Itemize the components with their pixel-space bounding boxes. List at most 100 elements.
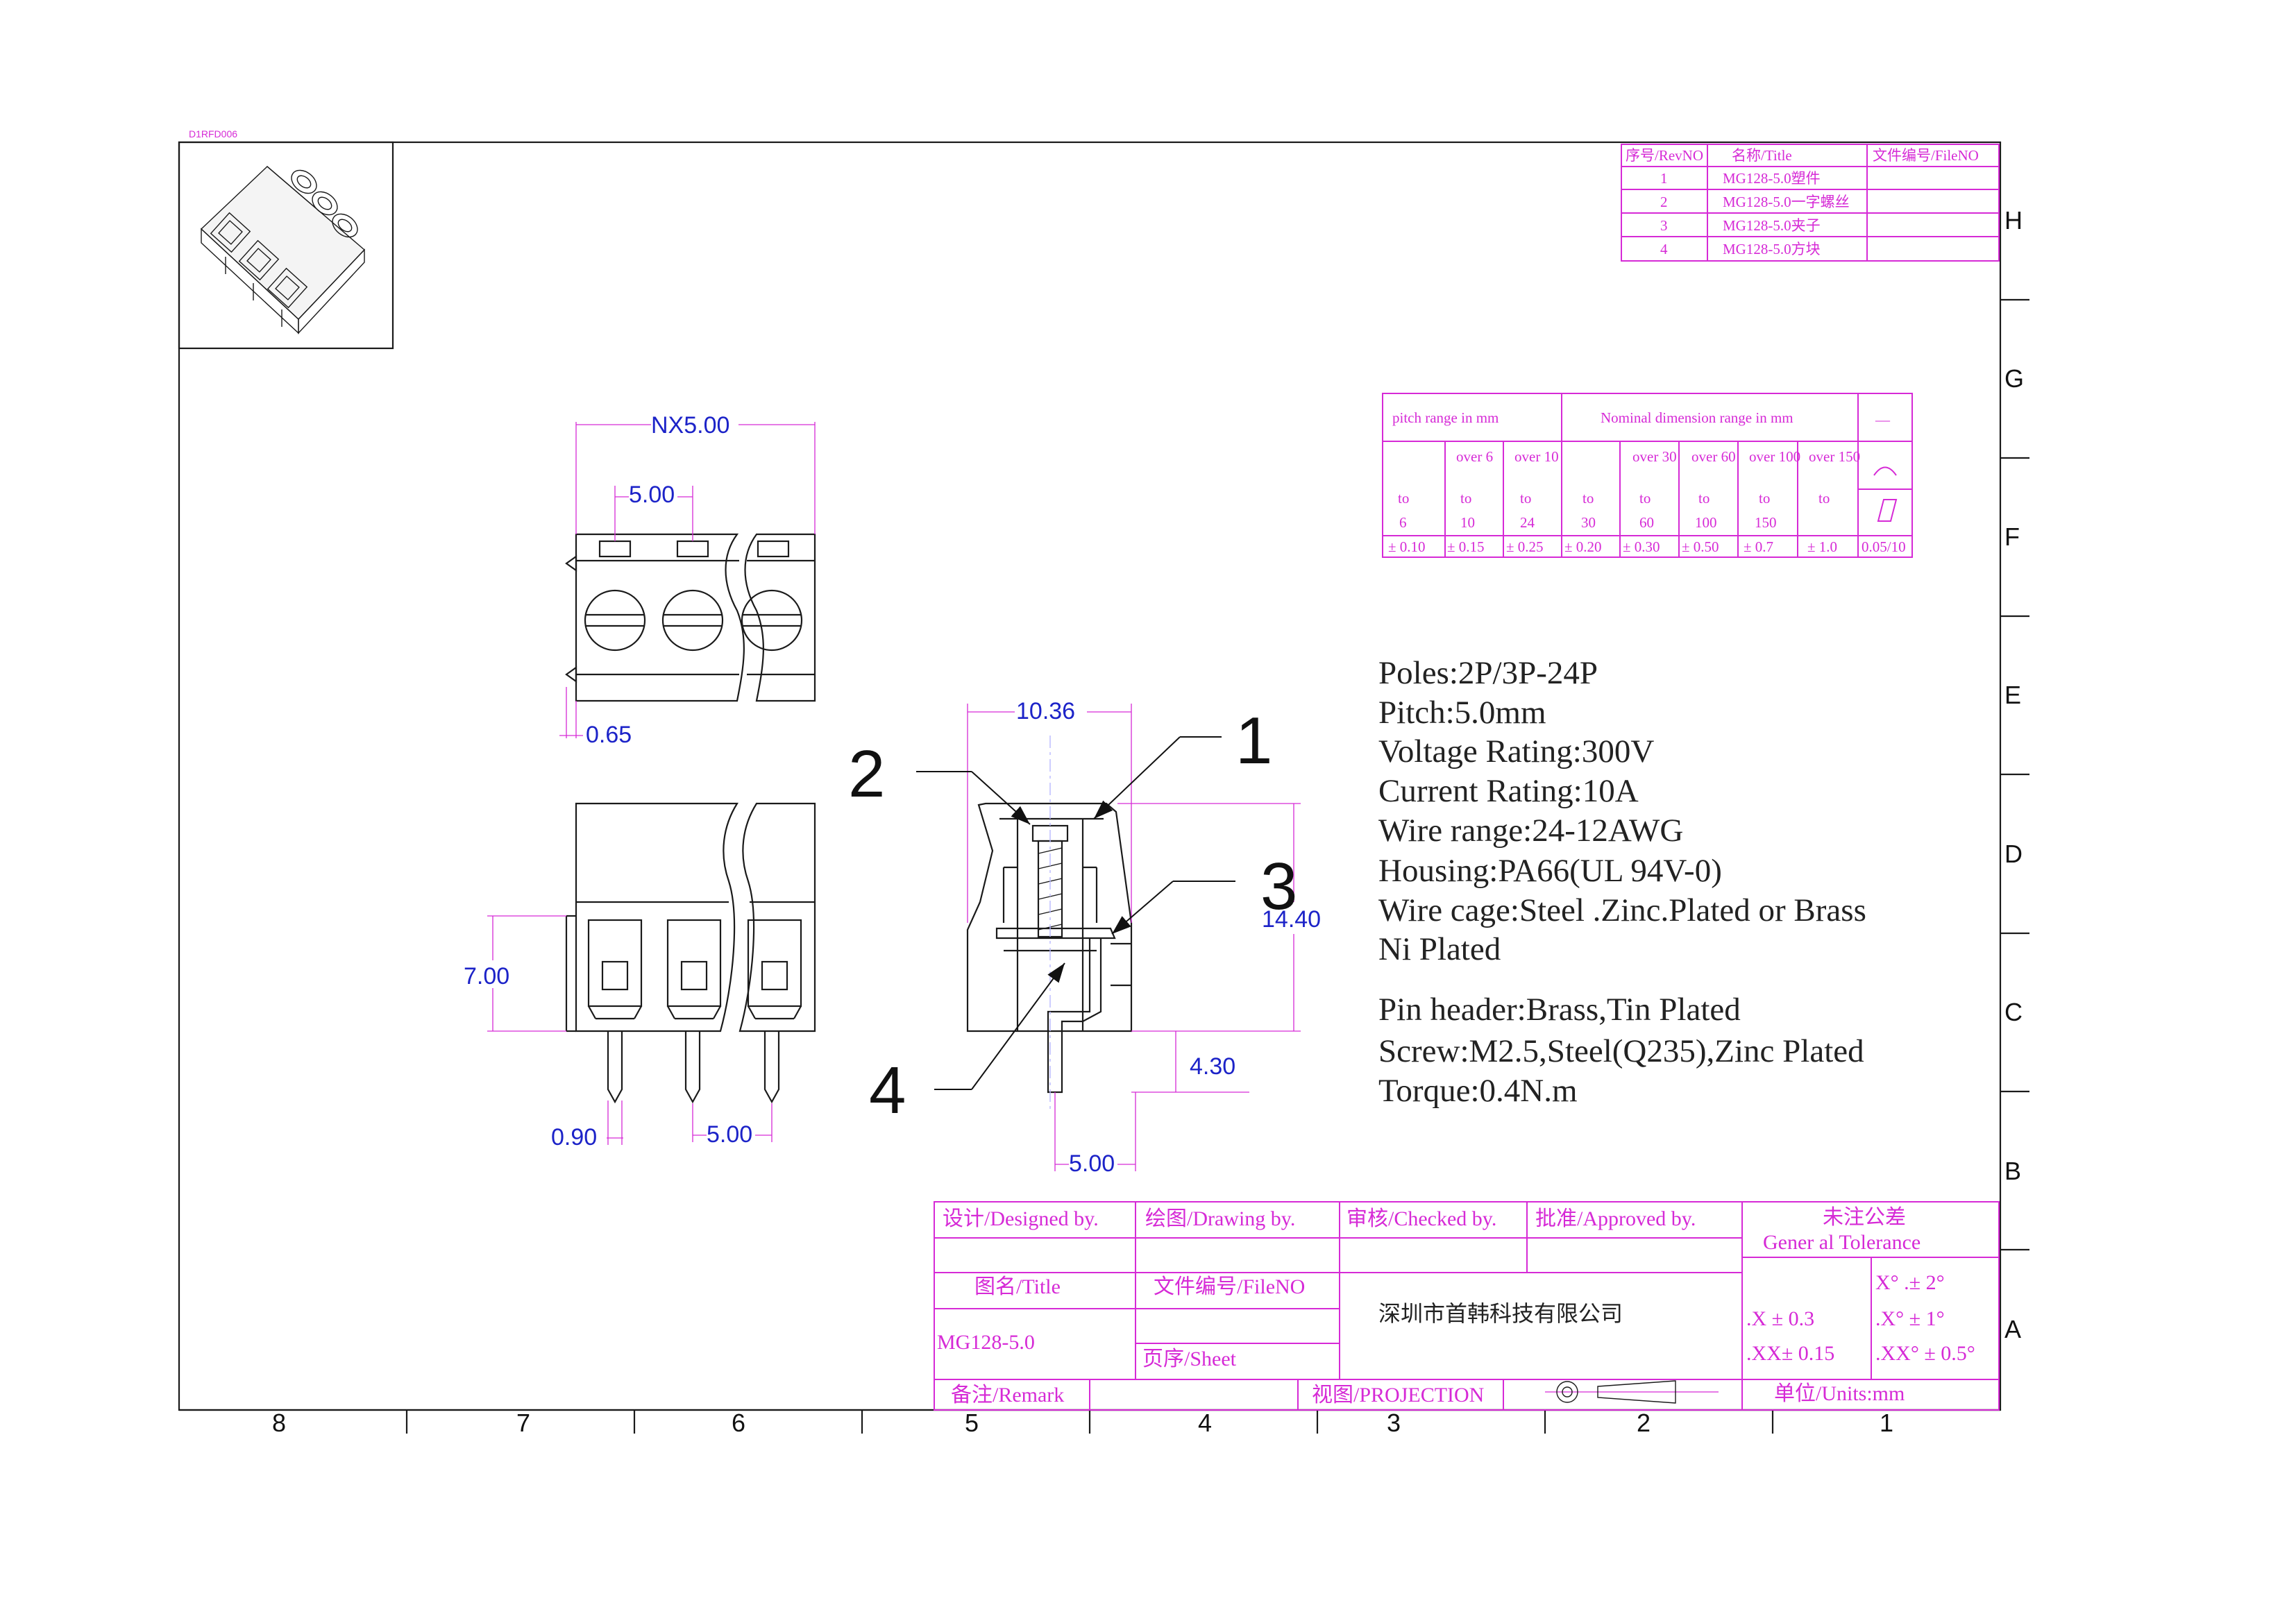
spec-line: Pitch:5.0mm — [1378, 695, 1546, 731]
callout-label: 2 — [848, 737, 885, 811]
tol-header-nominal: Nominal dimension range in mm — [1601, 409, 1793, 426]
title-block: 设计/Designed by. 绘图/Drawing by. 审核/Checke… — [934, 1201, 2000, 1411]
zone-label: 4 — [1198, 1409, 1212, 1437]
zone-label: F — [2004, 522, 2020, 551]
spec-line: Wire cage:Steel .Zinc.Plated or Brass — [1378, 892, 1866, 928]
spec-line: Torque:0.4N.m — [1378, 1073, 1578, 1109]
tb-general-tol-cn: 未注公差 — [1823, 1206, 1906, 1229]
dim-pitch-bottom: 5.00 — [707, 1121, 752, 1148]
zone-label: 8 — [272, 1409, 286, 1437]
tol-col-to: to — [1460, 490, 1471, 507]
dim-width-side: 10.36 — [1016, 698, 1075, 724]
tb-remark-label: 备注/Remark — [951, 1384, 1064, 1407]
tb-projection-label: 视图/PROJECTION — [1312, 1384, 1484, 1407]
tb-designed: 设计/Designed by. — [943, 1207, 1099, 1230]
tb-general-tol-en: Gener al Tolerance — [1763, 1231, 1921, 1254]
spec-line: Poles:2P/3P-24P — [1378, 655, 1598, 691]
dim-pin-offset: 5.00 — [1069, 1150, 1115, 1177]
tol-col-to: to — [1639, 490, 1651, 507]
tol-col-to: to — [1698, 490, 1710, 507]
zone-ticks-right — [2000, 298, 2029, 1251]
side-view — [966, 736, 1133, 1110]
tb-tol-xx: .XX± 0.15 — [1746, 1342, 1834, 1365]
tol-col-tolerance: ± 0.25 — [1506, 538, 1544, 555]
tol-col-over: over 60 — [1691, 448, 1736, 465]
tb-checked: 审核/Checked by. — [1347, 1207, 1496, 1230]
tol-col-value: 24 — [1520, 514, 1535, 531]
tol-col-tolerance: ± 0.20 — [1564, 538, 1602, 555]
spec-line: Pin header:Brass,Tin Plated — [1378, 992, 1741, 1028]
callout-label: 3 — [1260, 849, 1297, 924]
tol-header-pitch: pitch range in mm — [1392, 409, 1499, 426]
tb-title-label: 图名/Title — [974, 1275, 1061, 1298]
tol-col-tolerance: ± 0.7 — [1744, 538, 1773, 555]
tb-sheet-label: 页序/Sheet — [1142, 1348, 1237, 1370]
tol-col-over: over 100 — [1749, 448, 1800, 465]
rev-row-title: MG128-5.0方块 — [1723, 241, 1821, 257]
front-view — [565, 802, 816, 1104]
spec-line: Wire range:24-12AWG — [1378, 813, 1683, 849]
isometric-thumbnail — [178, 141, 394, 350]
tol-col-over: over 30 — [1632, 448, 1677, 465]
tol-col-value: 30 — [1581, 514, 1596, 531]
tol-col-to: to — [1582, 490, 1594, 507]
spec-line: Housing:PA66(UL 94V-0) — [1378, 853, 1722, 889]
tol-col-tolerance: ± 0.30 — [1623, 538, 1660, 555]
zone-labels-right: H G F E D C B A — [2004, 206, 2024, 1343]
callouts: 2 1 3 4 — [848, 704, 1297, 1128]
tb-file-label: 文件编号/FileNO — [1154, 1275, 1305, 1298]
zone-labels-bottom: 8 7 6 5 4 3 2 1 — [272, 1409, 1893, 1437]
dim-pin-dia: 0.90 — [551, 1124, 597, 1150]
rev-row-title: MG128-5.0一字螺丝 — [1723, 194, 1850, 210]
tol-col-to: to — [1759, 490, 1770, 507]
rev-row-no: 4 — [1660, 241, 1668, 257]
rev-header-no: 序号/RevNO — [1626, 147, 1703, 164]
tb-approved: 批准/Approved by. — [1535, 1207, 1696, 1230]
spec-line: Ni Plated — [1378, 931, 1501, 967]
rev-row-title: MG128-5.0夹子 — [1723, 217, 1821, 234]
tol-col-to: to — [1520, 490, 1531, 507]
rev-row-no: 3 — [1660, 217, 1668, 234]
zone-ticks-bottom — [179, 1409, 2000, 1434]
tol-col-value: 6 — [1399, 514, 1407, 531]
callout-label: 4 — [869, 1053, 906, 1128]
zone-label: B — [2004, 1157, 2021, 1185]
spec-line: Screw:M2.5,Steel(Q235),Zinc Plated — [1378, 1033, 1864, 1069]
tol-col-to: to — [1818, 490, 1830, 507]
dim-height-side: 7.00 — [464, 963, 509, 989]
tol-col-tolerance: ± 0.10 — [1388, 538, 1426, 555]
zone-label: 1 — [1880, 1409, 1893, 1437]
tol-col-to: to — [1398, 490, 1409, 507]
rev-header-title: 名称/Title — [1732, 147, 1792, 164]
zone-label: A — [2004, 1315, 2021, 1343]
rev-row-no: 1 — [1660, 170, 1668, 187]
specifications: Poles:2P/3P-24P Pitch:5.0mm Voltage Rati… — [1378, 655, 1866, 1109]
tb-title-value: MG128-5.0 — [937, 1331, 1035, 1354]
tb-angle-tol: .X° ± 1° — [1875, 1307, 1945, 1330]
rev-row-title: MG128-5.0塑件 — [1723, 170, 1821, 187]
tol-col-value: 150 — [1755, 514, 1777, 531]
callout-label: 1 — [1235, 704, 1272, 778]
top-view — [565, 533, 816, 702]
zone-label: 3 — [1387, 1409, 1401, 1437]
dim-offset: 0.65 — [586, 722, 632, 748]
rev-header-file: 文件编号/FileNO — [1873, 147, 1979, 164]
tb-drawing: 绘图/Drawing by. — [1145, 1207, 1295, 1230]
tol-last: 0.05/10 — [1862, 538, 1906, 555]
tb-angle-tol: X° .± 2° — [1875, 1271, 1945, 1294]
zone-label: 7 — [516, 1409, 530, 1437]
tol-col-tolerance: ± 0.15 — [1447, 538, 1485, 555]
zone-label: 5 — [965, 1409, 979, 1437]
tol-col-over: over 6 — [1456, 448, 1493, 465]
tol-header-dash: — — [1875, 411, 1891, 428]
tol-col-tolerance: ± 0.50 — [1682, 538, 1719, 555]
dim-pin-length: 4.30 — [1190, 1053, 1235, 1080]
tb-angle-tol: .XX° ± 0.5° — [1875, 1342, 1975, 1365]
spec-line: Current Rating:10A — [1378, 773, 1639, 809]
rev-row-no: 2 — [1660, 194, 1668, 210]
tol-col-over: over 150 — [1809, 448, 1860, 465]
zone-label: H — [2004, 206, 2023, 235]
tb-company: 深圳市首韩科技有限公司 — [1378, 1301, 1623, 1326]
projection-symbol — [1545, 1380, 1719, 1404]
